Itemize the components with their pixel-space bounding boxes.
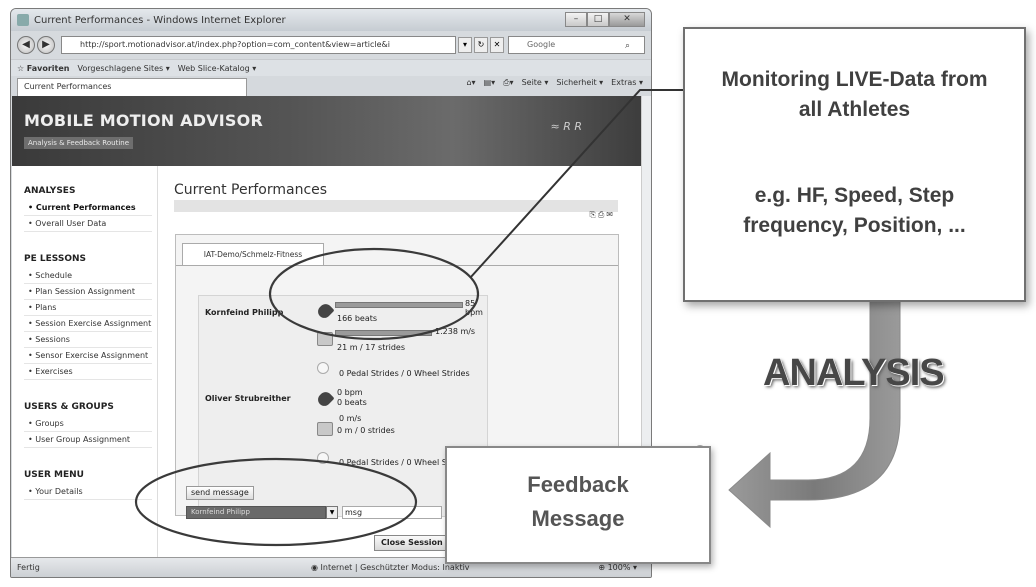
web-slice-gallery-link[interactable]: Web Slice-Katalog ▾ [177,63,257,73]
tools-menu[interactable]: Extras ▾ [611,78,643,87]
analysis-label: ANALYSIS [763,352,945,394]
athlete-name: Kornfeind Philipp [205,308,284,317]
speed-gauge-icon [317,422,333,436]
zoom-level[interactable]: ⊕ 100% ▾ [598,563,637,572]
feedback-line-2: Message [531,506,625,531]
tab-row: Current Performances ⌂▾ ▤▾ ⎙▾ Seite ▾ Si… [11,76,651,96]
search-box[interactable]: Google ⌕ [508,36,645,54]
home-icon[interactable]: ⌂▾ [466,78,476,87]
sidebar-section-pe-lessons: PE LESSONS [24,254,86,264]
search-engine-label: Google [527,40,556,49]
site-banner: MOBILE MOTION ADVISOR Analysis & Feedbac… [12,96,642,166]
browser-tab[interactable]: Current Performances [17,78,247,96]
sidebar-item-exercises[interactable]: • Exercises [24,364,152,380]
status-text: Fertig [17,563,40,572]
cycling-icon [317,362,329,374]
sidebar-item-session-exercise-assignment[interactable]: • Session Exercise Assignment [24,316,152,332]
beats-value: 166 beats [337,314,378,323]
sidebar-item-overall-user-data[interactable]: • Overall User Data [24,216,152,232]
heart-rate-bar [335,302,463,308]
distance-value: 21 m / 17 strides [337,343,406,352]
title-underline [174,200,618,212]
chevron-down-icon[interactable]: ▼ [326,506,338,519]
forward-button[interactable]: ▶ [37,36,55,54]
vertical-scrollbar[interactable] [641,96,651,558]
athlete-select[interactable]: Kornfeind Philipp [186,506,326,519]
speed-bar [335,330,432,336]
sidebar-item-user-group-assignment[interactable]: • User Group Assignment [24,432,152,448]
window-title: Current Performances - Windows Internet … [34,14,286,26]
close-session-button[interactable]: Close Session ! [374,535,457,551]
sidebar-section-analyses: ANALYSES [24,186,76,196]
tab-group-session[interactable]: IAT-Demo/Schmelz-Fitness [182,243,324,265]
close-button[interactable]: ✕ [609,12,645,27]
search-icon[interactable]: ⌕ [624,41,630,51]
sidebar-section-user-menu: USER MENU [24,470,84,480]
pdf-icon[interactable]: ⎘ [589,210,598,219]
feedback-message-scroll: Feedback Message [445,446,711,564]
refresh-button[interactable]: ↻ [474,37,488,53]
sidebar-item-current-performances[interactable]: • Current Performances [24,200,152,216]
example-line-2: frequency, Position, ... [743,214,966,237]
athlete-name: Oliver Strubreither [205,394,291,403]
heart-icon [315,301,335,321]
site-subtitle: Analysis & Feedback Routine [24,137,134,149]
favorites-bar: ☆ Favoriten Vorgeschlagene Sites ▾ Web S… [11,59,651,76]
compat-view-button[interactable]: ▾ [458,37,472,53]
monitoring-callout: Monitoring LIVE-Data from all Athletes e… [683,27,1026,302]
minimize-button[interactable]: – [565,12,587,27]
address-row: ◀ ▶ http://sport.motionadvisor.at/index.… [11,31,651,59]
speed-gauge-icon [317,332,333,346]
heart-rate-value: 0 bpm [337,388,363,397]
sidebar-item-groups[interactable]: • Groups [24,416,152,432]
favorites-button[interactable]: ☆ Favoriten [17,63,70,73]
send-message-button[interactable]: send message [186,486,254,500]
message-input[interactable]: msg [342,506,442,519]
feedback-line-1: Feedback [527,472,629,497]
speed-value: 0 m/s [339,414,362,423]
sidebar-item-schedule[interactable]: • Schedule [24,268,152,284]
example-line-1: e.g. HF, Speed, Step [754,184,955,207]
site-title: MOBILE MOTION ADVISOR [24,111,263,130]
strides-value: 0 Pedal Strides / 0 Wheel Strides [339,369,470,378]
monitoring-line-2: all Athletes [798,98,911,121]
print-icon[interactable]: ⎙▾ [503,78,514,87]
beats-value: 0 beats [337,398,367,407]
monitoring-line-1: Monitoring LIVE-Data from [721,68,988,91]
safety-menu[interactable]: Sicherheit ▾ [556,78,604,87]
page-tools: ⎘⎙✉ [589,210,615,220]
page-menu[interactable]: Seite ▾ [521,78,549,87]
email-icon[interactable]: ✉ [606,210,615,219]
back-button[interactable]: ◀ [17,36,35,54]
sidebar-item-sessions[interactable]: • Sessions [24,332,152,348]
suggested-sites-link[interactable]: Vorgeschlagene Sites ▾ [77,63,170,73]
sidebar: ANALYSES • Current Performances • Overal… [12,166,158,558]
distance-value: 0 m / 0 strides [337,426,395,435]
sidebar-item-sensor-exercise-assignment[interactable]: • Sensor Exercise Assignment [24,348,152,364]
heart-rate-value: 85 bpm [465,299,483,317]
stop-button[interactable]: ✕ [490,37,504,53]
command-bar: ⌂▾ ▤▾ ⎙▾ Seite ▾ Sicherheit ▾ Extras ▾ [458,78,643,88]
sidebar-section-users-groups: USERS & GROUPS [24,402,114,412]
sidebar-item-your-details[interactable]: • Your Details [24,484,152,500]
page-title: Current Performances [174,182,328,198]
title-bar: Current Performances - Windows Internet … [11,9,651,31]
address-bar[interactable]: http://sport.motionadvisor.at/index.php?… [61,36,456,54]
sidebar-item-plans[interactable]: • Plans [24,300,152,316]
ie-logo-icon [17,14,29,26]
window-controls: – □ ✕ [565,12,645,27]
maximize-button[interactable]: □ [587,12,609,27]
sidebar-item-plan-session-assignment[interactable]: • Plan Session Assignment [24,284,152,300]
banner-logo-icon: ≈ R R [550,120,583,133]
heart-icon [315,389,335,409]
speed-value: 1.238 m/s [435,327,476,336]
security-zone: ◉ Internet | Geschützter Modus: Inaktiv [311,563,470,572]
feeds-icon[interactable]: ▤▾ [483,78,496,87]
cycling-icon [317,452,329,464]
analysis-arrow-icon [728,299,901,529]
